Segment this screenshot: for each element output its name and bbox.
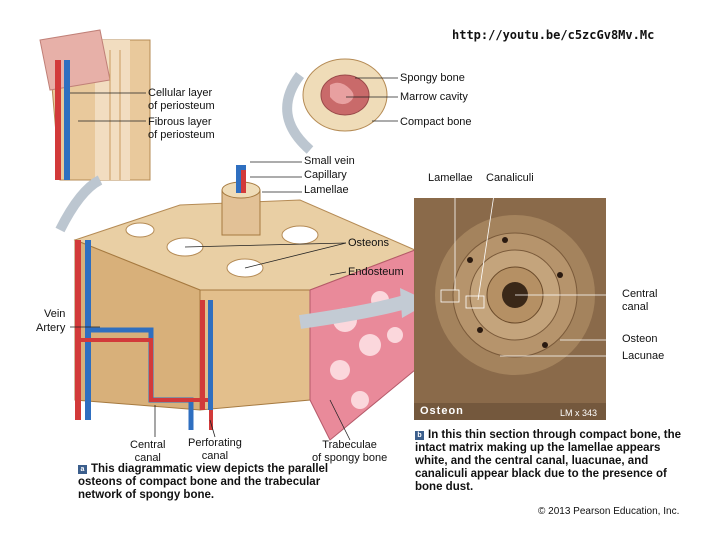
caption-b-text: In this thin section through compact bon… [415,429,681,493]
leader-canaliculi [477,187,496,301]
label-artery: Artery [36,322,66,334]
label-endosteum: Endosteum [348,266,404,278]
blood-vessels [75,240,213,430]
label-trabeculae: Trabeculae of spongy bone [312,439,388,464]
caption-b-badge: b [415,431,424,440]
label-central-canal-micro: Central canal [622,288,658,313]
label-osteons: Osteons [348,237,389,249]
leader-osteons-2 [244,242,347,269]
caption-a-badge: a [78,465,87,474]
label-osteon-micro: Osteon [622,333,658,345]
leader-osteons [184,242,347,248]
label-canaliculi: Canaliculi [486,172,534,184]
label-marrow-cavity: Marrow cavity [400,91,468,103]
osteon-micrograph [414,198,606,420]
label-lacunae: Lacunae [622,350,665,362]
leader-trabeculae [329,399,351,441]
magnification-label: LM x 343 [560,408,598,418]
micrograph-title: Osteon [420,405,464,417]
label-small-vein: Small vein [304,155,355,167]
lamellae-bracket [440,289,460,303]
zoom-arrow-top [282,72,314,154]
label-lamellae-micro: Lamellae [428,172,473,184]
canaliculi-bracket [465,295,485,309]
label-perforating-canal: Perforating canal [188,437,242,462]
label-capillary: Capillary [304,169,347,181]
zoom-arrow-left [55,175,103,233]
label-spongy-bone: Spongy bone [400,72,465,84]
spongy-bone-block [309,249,416,441]
bone-cross-section [302,58,388,132]
label-fibrous-layer: Fibrous layer of periosteum [148,116,215,141]
caption-a-text: This diagrammatic view depicts the paral… [78,463,329,501]
copyright-notice: © 2013 Pearson Education, Inc. [538,506,680,517]
zoom-arrow-main [299,295,407,329]
leader-endosteum [329,271,347,276]
source-url[interactable]: http://youtu.be/c5zcGv8Mv.Mc [452,28,655,42]
compact-bone-block [73,165,417,411]
label-lamellae: Lamellae [304,184,349,196]
label-central-canal: Central canal [130,439,166,464]
periosteum-strip [39,29,151,181]
leader-perforating [209,419,216,438]
label-cellular-layer: Cellular layer of periosteum [148,87,215,112]
label-vein: Vein [44,308,66,320]
label-compact-bone: Compact bone [400,116,472,128]
